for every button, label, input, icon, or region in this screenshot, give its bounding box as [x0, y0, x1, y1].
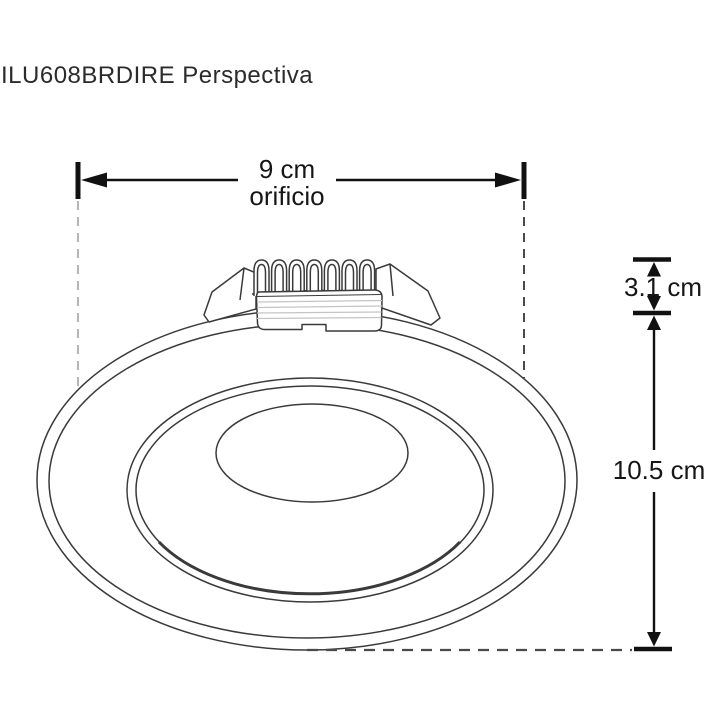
heatsink-fin-inner-line [344, 263, 355, 296]
dim-protrusion-arrow-up [647, 262, 661, 277]
dim-hole-sublabel: orificio [249, 181, 325, 211]
bezel-shadow-arc [157, 540, 462, 596]
heatsink-fin-inner-line [309, 263, 320, 296]
mount-bracket-left-fold [239, 267, 245, 301]
driver-housing-top-edge [256, 294, 382, 297]
heatsink-fin-inner-line [291, 263, 302, 296]
heatsink-fin-inner-line [327, 263, 337, 296]
heatsink-fin [270, 259, 288, 296]
dim-hole-value: 9 cm [258, 154, 316, 184]
dim-diameter-arrow-up [647, 315, 661, 330]
housing-ridge-line [256, 311, 382, 314]
trim-ring-outer-ellipse [36, 309, 578, 651]
dimension-annotations [75, 162, 672, 652]
heatsink-fin-inner-line [274, 263, 284, 296]
dim-diameter-value: 10.5 cm [612, 455, 706, 485]
dim-hole-label-group: 9 cm orificio [249, 156, 324, 210]
driver-housing-ridges [256, 299, 383, 320]
mount-bracket-right [375, 263, 441, 326]
housing-ridge-line [256, 305, 383, 309]
heatsink-fin-inner-line [256, 263, 267, 296]
driver-housing [255, 289, 383, 332]
lens-ellipse [215, 403, 409, 503]
bezel-outer-ellipse [126, 377, 494, 603]
dim-hole-arrow-left [81, 172, 107, 188]
fixture-lines [36, 259, 578, 651]
heatsink-fins [253, 259, 376, 296]
heatsink-fin [253, 259, 270, 296]
dim-hole-arrow-right [495, 172, 521, 188]
housing-ridge-line [256, 316, 382, 320]
dim-protrusion-arrow-down [647, 296, 661, 311]
housing-ridge-line [256, 299, 383, 303]
heatsink-fin-inner-line [362, 263, 372, 296]
mount-bracket-right-fold [389, 263, 394, 297]
dim-diameter-arrow-down [647, 632, 661, 647]
page-title: ILU608BRDIRE Perspectiva [1, 62, 314, 89]
dim-protrusion-value: 3.1 cm [623, 272, 703, 302]
